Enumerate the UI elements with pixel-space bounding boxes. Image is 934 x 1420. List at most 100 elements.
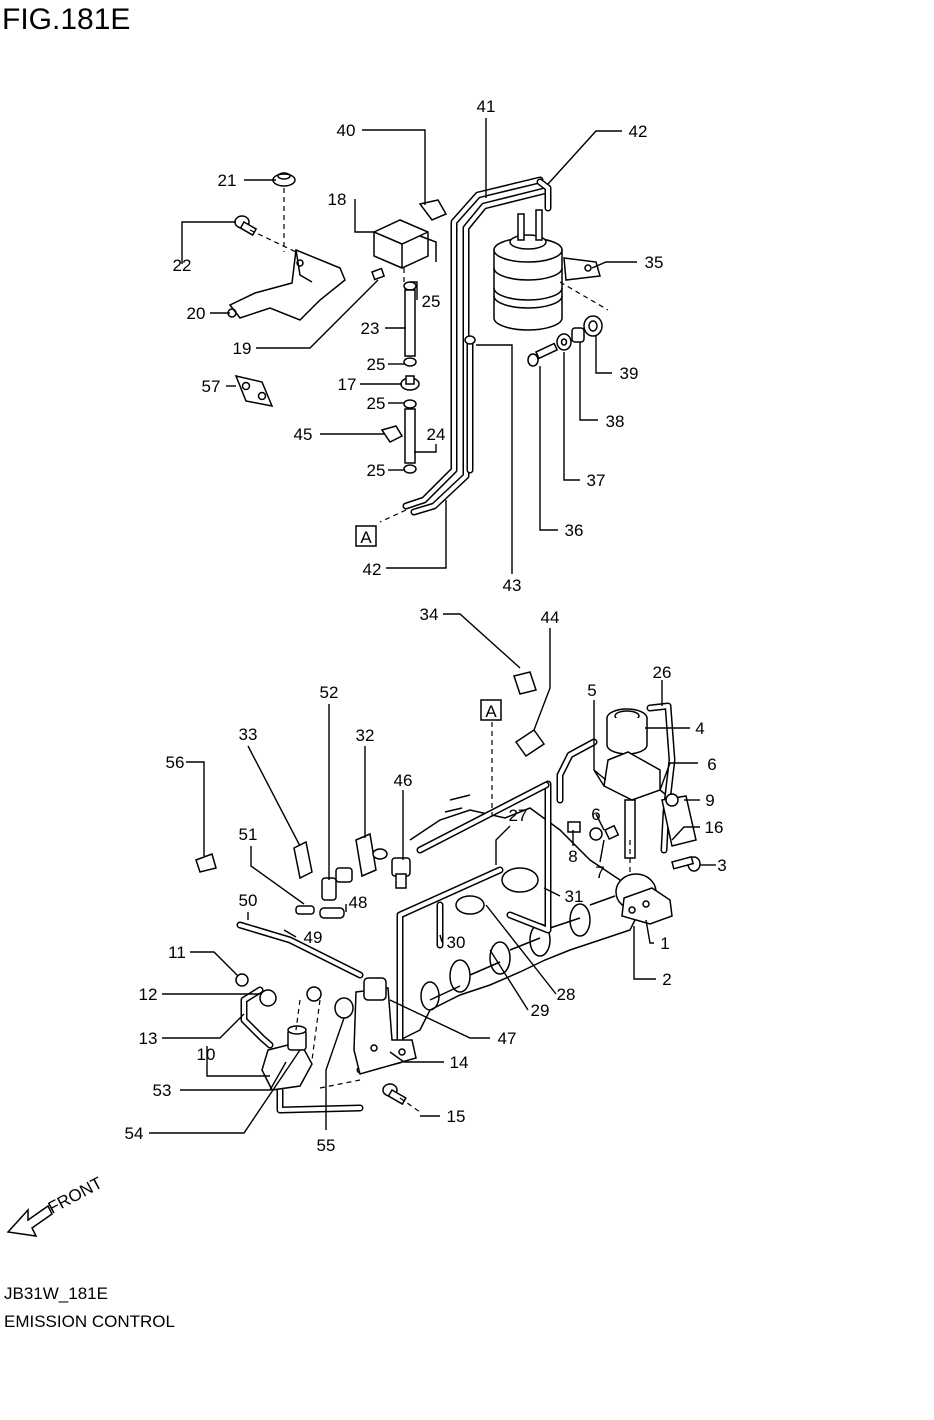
callout-52: 52 [320,683,339,702]
front-label: FRONT [45,1173,106,1217]
callout-55: 55 [317,1136,336,1155]
callout-30: 30 [447,933,466,952]
callout-29: 29 [531,1001,550,1020]
clip-part [514,728,546,758]
clip-part [418,199,448,221]
callout-25: 25 [367,461,386,480]
callout-49: 49 [304,928,323,947]
gasket-part [234,374,274,408]
cap-part [272,172,296,187]
callout-39: 39 [620,364,639,383]
callout-25: 25 [422,292,441,311]
callout-34: 34 [420,605,439,624]
leader-lines [149,118,716,1134]
front-arrow-icon [6,1204,53,1237]
callout-43: 43 [503,576,522,595]
callout-54: 54 [125,1124,144,1143]
bolt-part [671,855,701,872]
callout-22: 22 [173,256,192,275]
callout-31: 31 [565,887,584,906]
callout-16: 16 [705,818,724,837]
clip-part [513,671,537,695]
upper-assembly [227,172,609,523]
callout-26: 26 [653,663,672,682]
callout-13: 13 [139,1029,158,1048]
callout-35: 35 [645,253,664,272]
callout-2: 2 [662,970,671,989]
callout-23: 23 [361,319,380,338]
callout-42: 42 [363,560,382,579]
callout-40: 40 [337,121,356,140]
callout-41: 41 [477,97,496,116]
callout-44: 44 [541,608,560,627]
callout-36: 36 [565,521,584,540]
bolt-part [567,821,581,833]
callout-56: 56 [166,753,185,772]
bolt-part [382,1083,407,1106]
view-marker-label: A [360,528,372,547]
callout-4: 4 [695,719,704,738]
egr-valve-part [593,708,671,859]
callout-6: 6 [591,805,600,824]
callout-14: 14 [450,1053,469,1072]
intake-manifold [399,794,641,1041]
pipe-set [402,176,552,516]
callout-1: 1 [660,934,669,953]
modulator-part [615,873,673,925]
bracket-part [227,248,346,321]
callout-10: 10 [197,1045,216,1064]
callout-37: 37 [587,471,606,490]
pipe-set [356,738,598,1074]
view-marker-lower: A [480,699,502,721]
callout-17: 17 [338,375,357,394]
part-callouts: 41 40 42 21 18 35 22 25 20 23 19 25 39 1… [125,97,727,1155]
callout-11: 11 [168,943,186,962]
canister-part [493,209,601,331]
callout-21: 21 [218,171,237,190]
vsv-part [353,977,417,1075]
front-direction-indicator: FRONT [6,1173,106,1237]
callout-24: 24 [427,425,446,444]
valve-part [371,219,437,281]
callout-47: 47 [498,1029,517,1048]
callout-12: 12 [139,985,158,1004]
callout-48: 48 [349,893,368,912]
callout-42: 42 [629,122,648,141]
callout-5: 5 [587,681,596,700]
clip-part [380,425,404,443]
figure-title: FIG.181E [2,3,131,36]
callout-25: 25 [367,394,386,413]
callout-33: 33 [239,725,258,744]
fastener-set [527,315,603,367]
section-name: EMISSION CONTROL [4,1312,175,1331]
bolt-part [235,973,249,987]
vsv-part [261,1025,313,1091]
view-marker-label: A [485,702,497,721]
diagram-code: JB31W_181E [4,1284,108,1303]
callout-50: 50 [239,891,258,910]
view-marker-upper: A [355,525,377,547]
fitting-part [372,848,411,889]
callout-20: 20 [187,304,206,323]
clip-part [293,840,313,880]
callout-57: 57 [202,377,221,396]
callout-51: 51 [239,825,258,844]
callout-46: 46 [394,771,413,790]
callout-32: 32 [356,726,375,745]
callout-45: 45 [294,425,313,444]
callout-53: 53 [153,1081,172,1100]
callout-7: 7 [595,863,604,882]
lower-assembly [195,671,701,1114]
callout-15: 15 [447,1107,466,1126]
callout-9: 9 [705,791,714,810]
bolt-part [234,215,258,237]
fitting-part [321,877,337,901]
callout-27: 27 [509,806,528,825]
hose-column [400,281,420,474]
callout-3: 3 [717,856,726,875]
callout-18: 18 [328,190,347,209]
callout-19: 19 [233,339,252,358]
callout-8: 8 [568,847,577,866]
callout-25: 25 [367,355,386,374]
